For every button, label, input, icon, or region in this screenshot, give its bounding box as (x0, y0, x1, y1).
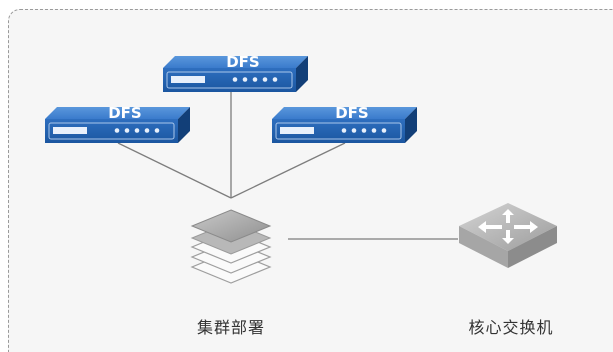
dfs-label: DFS (108, 104, 142, 122)
dfs-device-icon: DFS (272, 104, 417, 143)
core-switch-label: 核心交换机 (468, 318, 554, 337)
deployment-panel (8, 9, 613, 352)
dfs-device-icon: DFS (163, 53, 308, 92)
core-switch-icon (459, 203, 557, 268)
connection-lines (117, 92, 458, 240)
dfs-label: DFS (226, 53, 260, 71)
link-dfs-left (117, 142, 232, 199)
link-dfs-right (230, 142, 346, 199)
cluster-stack-icon (190, 209, 272, 284)
dfs-label: DFS (335, 104, 369, 122)
cluster-label: 集群部署 (196, 318, 266, 337)
dfs-device-icon: DFS (45, 104, 190, 143)
